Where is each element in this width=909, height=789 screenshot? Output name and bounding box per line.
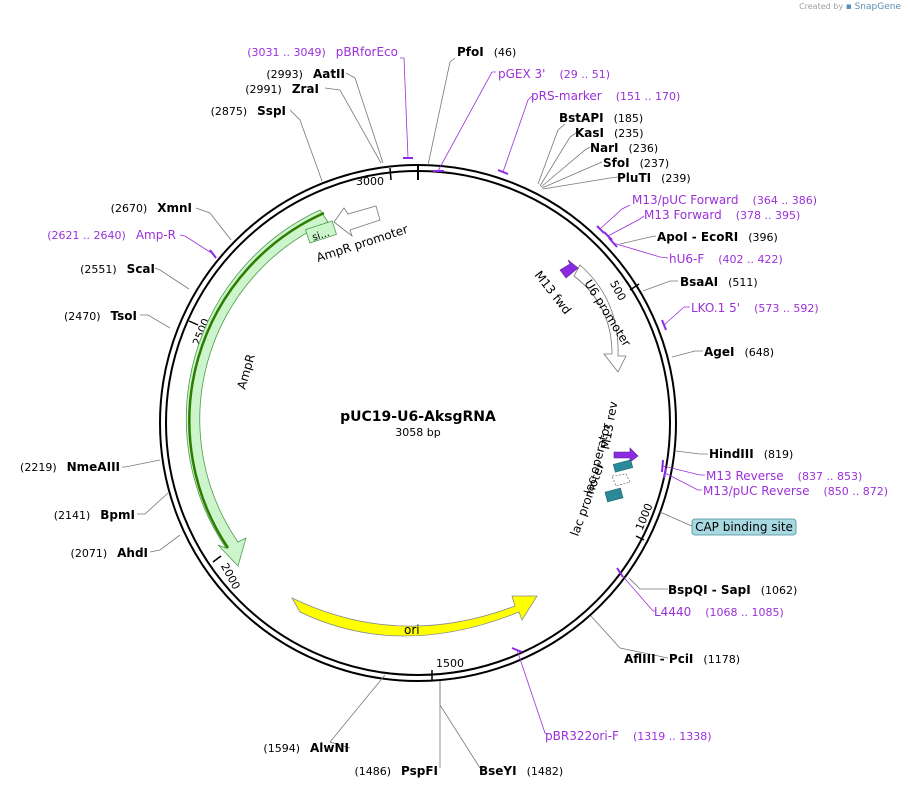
enzyme-label: (2551)ScaI — [80, 262, 155, 276]
enzyme-label: PluTI(239) — [617, 171, 691, 185]
plasmid-name: pUC19-U6-AksgRNA — [340, 409, 496, 425]
enzyme-label: ApoI - EcoRI(396) — [657, 230, 778, 244]
plasmid-size: 3058 bp — [395, 426, 440, 439]
ori-feature: ori — [291, 595, 538, 637]
enzyme-label: PfoI(46) — [457, 45, 516, 59]
primer-label: pGEX 3'(29 .. 51) — [498, 67, 610, 81]
primer-label: L4440(1068 .. 1085) — [654, 605, 784, 619]
primer-label: pRS-marker(151 .. 170) — [531, 89, 680, 103]
enzyme-label: BseYI(1482) — [479, 764, 563, 778]
enzyme-label: (2141)BpmI — [54, 508, 135, 522]
enzyme-label: KasI(235) — [575, 126, 644, 140]
enzyme-label: AflIII - PciI(1178) — [624, 652, 740, 666]
enzyme-label: (2219)NmeAIII — [20, 460, 120, 474]
signal-peptide-feature: si... — [305, 220, 337, 244]
enzyme-label: BsaAI(511) — [680, 275, 758, 289]
enzyme-label: (2991)ZraI — [245, 82, 319, 96]
enzyme-label: (1594)AlwNI — [263, 741, 349, 755]
tick-label: 500 — [607, 278, 628, 303]
primer-mark — [596, 225, 605, 234]
signal-peptide-label: si... — [311, 228, 331, 244]
enzyme-label: (2993)AatII — [266, 67, 345, 81]
snapgene-logo: ▪ SnapGene — [845, 2, 901, 12]
cap-site-box — [604, 487, 624, 503]
primer-mark — [608, 237, 618, 248]
tick-label: 2000 — [218, 561, 243, 592]
ampr-feature: AmpR — [185, 209, 329, 567]
primer-label: pBR322ori-F(1319 .. 1338) — [545, 729, 712, 743]
ori-label: ori — [404, 623, 420, 637]
lac-operator-box — [612, 459, 634, 473]
cap-binding-site: CAP binding site — [691, 518, 797, 536]
m13-fwd-feature: M13 fwd — [532, 259, 579, 317]
lac-promoter-arrow — [611, 473, 631, 487]
enzyme-leaders — [122, 57, 708, 769]
enzyme-label: (1486)PspFI — [354, 764, 438, 778]
primer-label: hU6-F(402 .. 422) — [669, 252, 783, 266]
primer-leaders — [179, 57, 705, 735]
u6-promoter-label: U6 promoter — [581, 277, 633, 349]
enzyme-label: HindIII(819) — [709, 447, 793, 461]
enzyme-label: (2875)SspI — [211, 104, 286, 118]
credit-brand: SnapGene — [854, 2, 901, 12]
enzyme-label: AgeI(648) — [704, 345, 774, 359]
primer-label: M13/pUC Reverse(850 .. 872) — [703, 484, 888, 498]
enzyme-label: SfoI(237) — [603, 156, 669, 170]
primer-marks — [209, 157, 667, 653]
enzyme-label: BstAPI(185) — [559, 111, 643, 125]
enzyme-label: (2670)XmnI — [111, 201, 192, 215]
primer-label: (3031 .. 3049)pBRforEco — [247, 45, 398, 59]
enzyme-label: (2071)AhdI — [71, 546, 148, 560]
u6-promoter-feature: U6 promoter — [573, 264, 634, 373]
primer-labels: (3031 .. 3049)pBRforEco pGEX 3'(29 .. 51… — [47, 45, 888, 743]
cap-site-label: CAP binding site — [695, 520, 793, 534]
lac-region: M13 rev lac operator lac promoter — [568, 400, 639, 538]
primer-label: M13/pUC Forward(364 .. 386) — [632, 193, 817, 207]
cap-site-leader — [659, 511, 695, 528]
primer-mark — [661, 459, 664, 473]
primer-label: (2621 .. 2640)Amp-R — [47, 228, 176, 242]
tick-label: 3000 — [356, 175, 384, 188]
primer-label: LKO.1 5'(573 .. 592) — [691, 301, 819, 315]
ampr-label: AmpR — [234, 352, 257, 390]
enzyme-label: (2470)TsoI — [64, 309, 137, 323]
enzyme-label: NarI(236) — [590, 141, 658, 155]
primer-label: M13 Reverse(837 .. 853) — [706, 469, 862, 483]
enzyme-labels-left: (1486)PspFI (1594)AlwNI (2071)AhdI (2141… — [20, 67, 438, 778]
m13-rev-arrow — [613, 447, 639, 463]
primer-label: M13 Forward(378 .. 395) — [644, 208, 800, 222]
enzyme-labels-right: PfoI(46) BstAPI(185) KasI(235) NarI(236)… — [457, 45, 797, 778]
tick-label: 1500 — [436, 657, 464, 670]
enzyme-label: BspQI - SapI(1062) — [668, 583, 797, 597]
credit-prefix: Created by — [799, 2, 844, 11]
snapgene-credit: Created by ▪ SnapGene — [799, 2, 901, 12]
